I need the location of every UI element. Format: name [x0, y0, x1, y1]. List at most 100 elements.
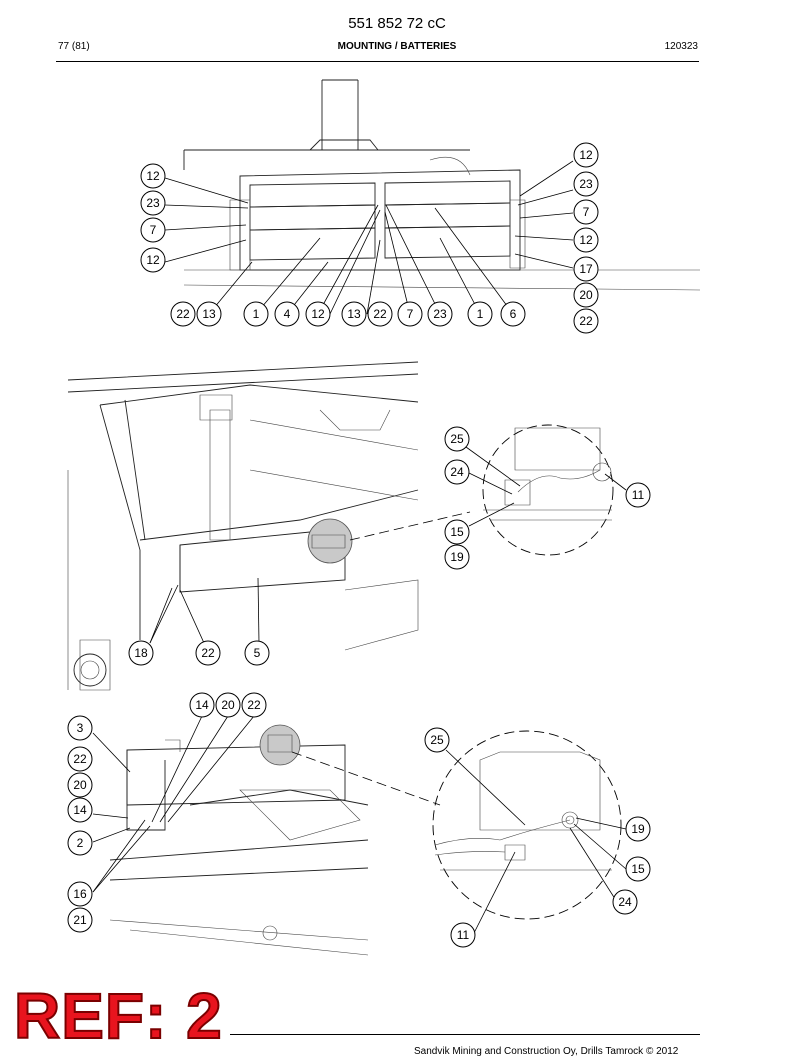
svg-text:1: 1 [477, 307, 484, 321]
svg-text:14: 14 [195, 698, 209, 712]
callout-fig1-20: 20 [573, 282, 599, 308]
svg-text:4: 4 [284, 307, 291, 321]
date-code: 120323 [664, 41, 698, 52]
callout-fig3-15: 15 [625, 856, 651, 882]
svg-text:25: 25 [450, 432, 464, 446]
svg-text:13: 13 [347, 307, 361, 321]
svg-text:13: 13 [202, 307, 216, 321]
callout-fig1-12d: 12 [573, 142, 599, 168]
callout-fig3-14a: 14 [189, 692, 215, 718]
svg-text:22: 22 [201, 646, 215, 660]
callout-fig3-24: 24 [612, 889, 638, 915]
svg-text:2: 2 [77, 836, 84, 850]
figure1-leaders [164, 160, 574, 315]
figure3-drawing [109, 724, 622, 956]
callout-fig2-18: 18 [128, 640, 154, 666]
page-number: 77 (81) [58, 41, 90, 52]
svg-text:20: 20 [221, 698, 235, 712]
callout-fig1-1a: 1 [243, 301, 269, 327]
callout-fig3-20b: 20 [67, 772, 93, 798]
callout-fig2-24: 24 [444, 459, 470, 485]
header-rule [56, 61, 699, 62]
svg-text:3: 3 [77, 721, 84, 735]
callout-fig2-11: 11 [625, 482, 651, 508]
svg-text:7: 7 [407, 307, 414, 321]
figure2-drawing [67, 361, 614, 691]
callout-fig3-14b: 14 [67, 797, 93, 823]
callout-fig1-23a: 23 [140, 190, 166, 216]
svg-text:23: 23 [146, 196, 160, 210]
svg-text:5: 5 [254, 646, 261, 660]
svg-text:19: 19 [450, 550, 464, 564]
svg-text:12: 12 [579, 148, 593, 162]
callout-fig1-7a: 7 [140, 217, 166, 243]
callout-fig3-16: 16 [67, 881, 93, 907]
svg-text:22: 22 [176, 307, 190, 321]
svg-text:20: 20 [579, 288, 593, 302]
callout-fig1-22a: 22 [170, 301, 196, 327]
callout-fig1-12c: 12 [305, 301, 331, 327]
callout-fig1-12b: 12 [140, 247, 166, 273]
callout-fig3-3: 3 [67, 715, 93, 741]
callout-fig3-19: 19 [625, 816, 651, 842]
callout-fig1-12a: 12 [140, 163, 166, 189]
callout-fig3-21: 21 [67, 907, 93, 933]
svg-text:12: 12 [146, 253, 160, 267]
svg-text:16: 16 [73, 887, 87, 901]
footer-copyright: Sandvik Mining and Construction Oy, Dril… [414, 1046, 679, 1057]
callout-fig2-22: 22 [195, 640, 221, 666]
callout-fig1-17: 17 [573, 256, 599, 282]
svg-text:12: 12 [146, 169, 160, 183]
page-title: MOUNTING / BATTERIES [337, 41, 457, 52]
svg-text:19: 19 [631, 822, 645, 836]
figure3-callouts: 14 20 22 3 22 20 14 2 16 21 25 19 15 24 … [67, 692, 651, 948]
svg-text:22: 22 [247, 698, 261, 712]
callout-fig1-22c: 22 [573, 308, 599, 334]
svg-text:17: 17 [579, 262, 593, 276]
figure2-callouts: 25 24 11 15 19 18 22 5 [128, 426, 651, 666]
callout-fig1-22b: 22 [367, 301, 393, 327]
callout-fig3-20a: 20 [215, 692, 241, 718]
svg-text:12: 12 [579, 233, 593, 247]
callout-fig2-5: 5 [244, 640, 270, 666]
svg-text:11: 11 [632, 488, 645, 502]
callout-fig1-12e: 12 [573, 227, 599, 253]
callout-fig1-13b: 13 [341, 301, 367, 327]
callout-fig2-15: 15 [444, 519, 470, 545]
svg-text:22: 22 [373, 307, 387, 321]
callout-fig3-22a: 22 [241, 692, 267, 718]
svg-text:23: 23 [433, 307, 447, 321]
callout-fig2-19: 19 [444, 544, 470, 570]
figure1-callouts: 12 23 7 12 22 13 1 4 12 13 22 7 23 1 6 1… [140, 142, 599, 334]
svg-text:7: 7 [150, 223, 157, 237]
callout-fig3-11: 11 [450, 922, 476, 948]
svg-text:1: 1 [253, 307, 260, 321]
callout-fig1-6: 6 [500, 301, 526, 327]
document-number: 551 852 72 cC [348, 15, 446, 32]
figure2-leaders [149, 446, 627, 644]
ref-stamp: REF: 2 [13, 980, 223, 1052]
callout-fig3-22b: 22 [67, 746, 93, 772]
callout-fig1-23c: 23 [573, 171, 599, 197]
svg-text:15: 15 [450, 525, 464, 539]
svg-text:6: 6 [510, 307, 517, 321]
svg-text:24: 24 [450, 465, 464, 479]
svg-text:14: 14 [73, 803, 87, 817]
svg-text:25: 25 [430, 733, 444, 747]
svg-text:7: 7 [583, 205, 590, 219]
callout-fig1-4: 4 [274, 301, 300, 327]
callout-fig1-13a: 13 [196, 301, 222, 327]
svg-text:12: 12 [311, 307, 325, 321]
svg-text:11: 11 [457, 928, 470, 942]
svg-text:21: 21 [73, 913, 87, 927]
callout-fig3-2: 2 [67, 830, 93, 856]
callout-fig1-1b: 1 [467, 301, 493, 327]
footer-rule [230, 1034, 700, 1035]
callout-fig2-25: 25 [444, 426, 470, 452]
callout-fig1-7b: 7 [397, 301, 423, 327]
figure3-leaders [92, 715, 627, 936]
callout-fig1-23b: 23 [427, 301, 453, 327]
svg-text:22: 22 [73, 752, 87, 766]
svg-text:23: 23 [579, 177, 593, 191]
